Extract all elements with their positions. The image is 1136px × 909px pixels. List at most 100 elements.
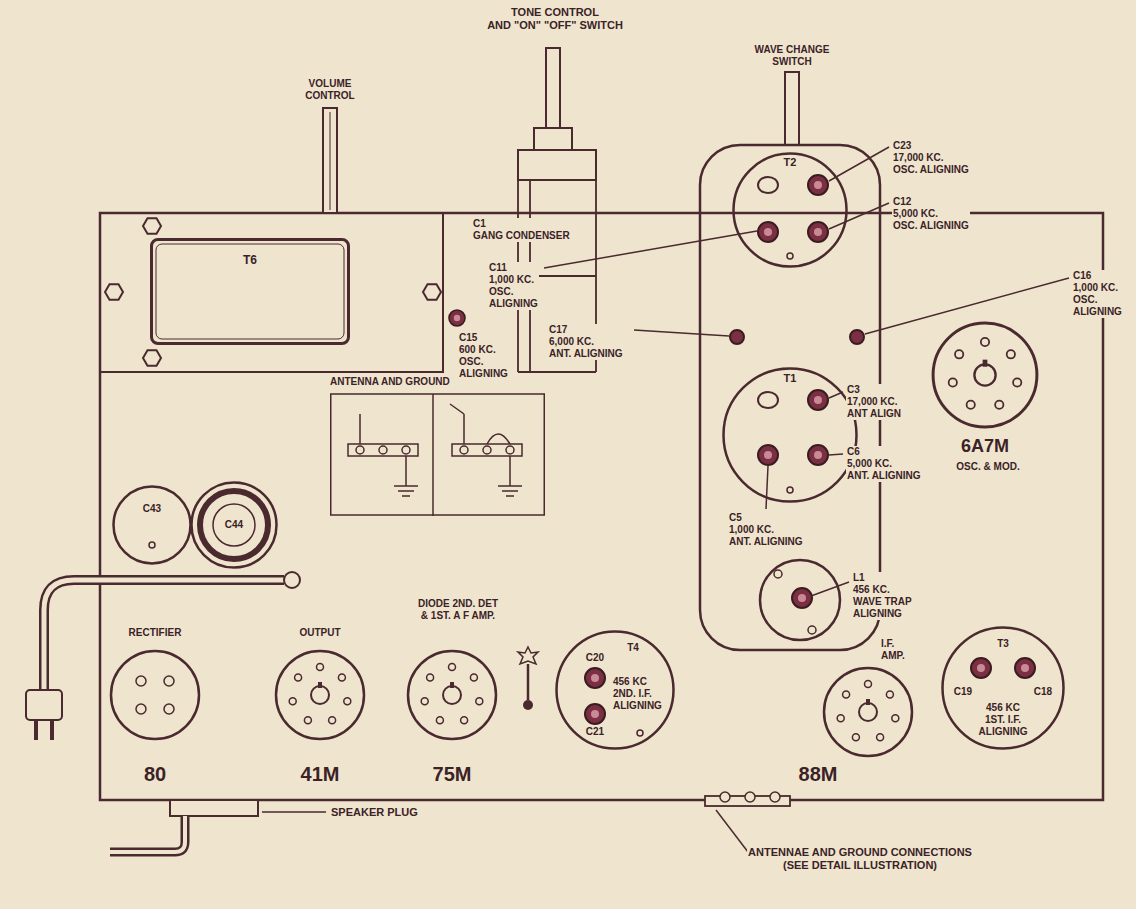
leader-line — [544, 231, 757, 268]
speaker-plug — [170, 800, 258, 816]
power-plug — [26, 690, 62, 720]
power-cord — [44, 580, 284, 690]
leader-line — [829, 454, 843, 455]
tube-socket — [824, 668, 912, 756]
can-outline — [722, 367, 858, 503]
filter-capacitor-can: C43 — [112, 485, 192, 565]
tube-type: 41M — [300, 762, 341, 786]
panel-divider — [432, 394, 434, 516]
leader-line — [716, 810, 748, 852]
part-label: T3 — [997, 638, 1009, 650]
alignment-callout: C19 — [954, 686, 972, 698]
wave-trap-can — [760, 560, 840, 640]
trimmer-screw — [585, 668, 605, 688]
rivet — [808, 626, 816, 634]
terminal-screw — [356, 446, 364, 454]
can-ring — [213, 504, 255, 546]
alignment-callout: C17 6,000 KC. ANT. ALIGNING — [548, 324, 624, 360]
if-transformer-can: T3C19 C18 456 KC 1ST. I.F. ALIGNING — [941, 626, 1065, 750]
coil-can: T2 — [732, 152, 848, 268]
terminal-screw — [379, 446, 387, 454]
connector-label: SPEAKER PLUG — [330, 806, 419, 819]
tube-type: 6A7M — [960, 436, 1010, 458]
filter-capacitor-can: C44 — [190, 481, 278, 569]
tube-function: RECTIFIER — [128, 627, 183, 639]
control-label: WAVE CHANGE SWITCH — [754, 44, 831, 68]
alignment-callout: C15 600 KC. OSC. ALIGNING — [458, 332, 509, 380]
tube-socket — [111, 651, 199, 739]
leader-line — [829, 147, 889, 181]
alignment-callout: C6 5,000 KC. ANT. ALIGNING — [846, 446, 922, 482]
rivet — [787, 487, 793, 493]
rivet — [787, 253, 793, 259]
trimmer-screw — [850, 330, 864, 344]
grommet — [284, 572, 300, 588]
rivet — [774, 570, 782, 578]
coil-can: T1 — [722, 367, 858, 503]
terminal-strip — [452, 444, 522, 456]
control-label: VOLUME CONTROL — [304, 78, 355, 102]
part-label: T6 — [243, 253, 257, 267]
terminal-strip — [348, 444, 418, 456]
hex-nut — [105, 284, 123, 300]
leader-line — [634, 330, 729, 336]
alignment-callout: 456 KC 2ND. I.F. ALIGNING — [613, 676, 662, 712]
trimmer-screw — [1015, 658, 1035, 678]
alignment-callout: C12 5,000 KC. OSC. ALIGNING — [892, 196, 970, 232]
power-cord — [44, 580, 284, 690]
alignment-callout: C16 1,000 KC. OSC. ALIGNING — [1072, 270, 1123, 318]
socket-hole — [164, 676, 174, 686]
grid-clip-end — [523, 700, 533, 710]
hex-nut — [143, 218, 161, 234]
grid-clip — [518, 647, 538, 664]
trimmer-screw — [808, 390, 828, 410]
volume-shaft-line — [330, 112, 331, 210]
can-terminal — [149, 542, 155, 548]
antenna-ground-panel: ANTENNA AND GROUND — [330, 376, 545, 516]
plug-prong — [34, 720, 38, 740]
panel-outline — [331, 394, 545, 515]
trimmer-screw — [449, 310, 465, 326]
hex-nut — [423, 284, 441, 300]
trimmer-screw — [792, 588, 812, 608]
connector-label: ANTENNAE AND GROUND CONNECTIONS (SEE DET… — [747, 846, 973, 872]
alignment-callout: L1 456 KC. WAVE TRAP ALIGNING — [852, 572, 913, 620]
alignment-callout: 456 KC 1ST. I.F. ALIGNING — [979, 702, 1028, 738]
chassis-outline — [100, 213, 1103, 800]
switch-bracket — [518, 150, 596, 180]
can-outline — [557, 632, 674, 749]
trimmer-screw — [971, 658, 991, 678]
tone-bushing — [534, 128, 572, 150]
volume-shaft — [323, 108, 337, 213]
leader-line — [865, 278, 1069, 334]
leader-line — [811, 582, 849, 596]
part-label: T1 — [784, 372, 797, 385]
terminal-screw — [506, 446, 514, 454]
trimmer-slot — [758, 177, 778, 193]
alignment-callout: C20 — [586, 652, 604, 664]
leader-line — [829, 203, 889, 229]
can-outline — [114, 487, 191, 564]
alignment-callout: C23 17,000 KC. OSC. ALIGNING — [892, 140, 970, 176]
control-label: TONE CONTROL AND "ON" "OFF" SWITCH — [486, 6, 624, 32]
tube-socket — [276, 651, 364, 739]
terminal-screw — [720, 792, 730, 802]
if-transformer-can: T4C20C21456 KC 2ND. I.F. ALIGNING — [555, 630, 675, 750]
plug-prong — [50, 720, 54, 740]
jumper-wire — [450, 404, 522, 496]
panel-outline — [330, 376, 545, 516]
socket-hole — [136, 704, 146, 714]
trimmer-screw — [758, 445, 778, 465]
part-label: ANTENNA AND GROUND — [330, 376, 450, 388]
tube-type: 88M — [798, 762, 839, 786]
terminal-screw — [402, 446, 410, 454]
tube-function: OSC. & MOD. — [955, 461, 1020, 473]
leader-line — [766, 466, 768, 509]
trimmer-screw — [808, 445, 828, 465]
trimmer-screw — [585, 704, 605, 724]
socket-hole — [164, 704, 174, 714]
trimmer-screw — [808, 175, 828, 195]
alignment-callout: C18 — [1034, 686, 1052, 698]
terminal-screw — [745, 792, 755, 802]
